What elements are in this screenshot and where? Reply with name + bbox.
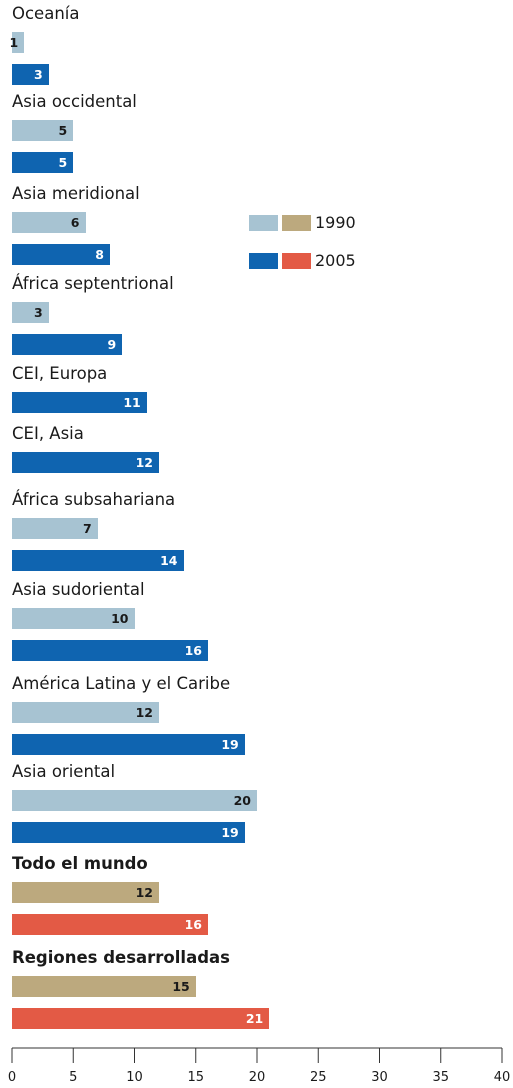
bar-value-asia-occidental-1990: 5 [58, 123, 68, 138]
legend-label-2005: 2005 [315, 251, 356, 270]
bar-value-cei-europa-2005: 11 [123, 395, 141, 410]
bar-value-asia-occidental-2005: 5 [58, 155, 68, 170]
x-tick-label-40: 40 [493, 1070, 511, 1085]
bar-value-asia-oriental-1990: 20 [233, 793, 251, 808]
x-tick-label-0: 0 [7, 1070, 17, 1085]
bar-america-latina-y-el-caribe-2005: 19 [12, 734, 245, 755]
bar-value-america-latina-y-el-caribe-1990: 12 [135, 705, 153, 720]
category-label-cei-asia: CEI, Asia [12, 424, 84, 443]
bar-cei-europa-2005: 11 [12, 392, 147, 413]
x-tick-label-10: 10 [126, 1070, 143, 1085]
x-tick-label-5: 5 [69, 1070, 78, 1085]
bar-value-oceania-1990: 1 [9, 35, 19, 50]
bar-value-africa-subsahariana-1990: 7 [83, 521, 92, 536]
bar-asia-oriental-1990: 20 [12, 790, 257, 811]
category-label-asia-oriental: Asia oriental [12, 762, 116, 781]
bar-regiones-desarrolladas-2005: 21 [12, 1008, 270, 1029]
category-label-africa-septentrional: África septentrional [12, 274, 174, 293]
category-label-asia-occidental: Asia occidental [12, 92, 137, 111]
bar-asia-meridional-1990: 6 [12, 212, 86, 233]
x-tick-label-15: 15 [187, 1070, 205, 1085]
bar-value-africa-septentrional-1990: 3 [34, 305, 43, 320]
legend-entry-2005: 2005 [249, 251, 369, 271]
bar-value-asia-meridional-1990: 6 [70, 215, 80, 230]
bar-value-todo-el-mundo-1990: 12 [135, 885, 153, 900]
bar-oceania-2005: 3 [12, 64, 49, 85]
legend-label-1990: 1990 [315, 213, 356, 232]
legend-entry-1990: 1990 [249, 213, 369, 233]
x-tick-label-25: 25 [309, 1070, 327, 1085]
legend-swatch-1990-aggregate [282, 215, 311, 231]
bar-africa-septentrional-2005: 9 [12, 334, 123, 355]
x-tick-label-20: 20 [248, 1070, 266, 1085]
bar-africa-septentrional-1990: 3 [12, 302, 49, 323]
bar-value-asia-sudoriental-2005: 16 [184, 643, 202, 658]
bar-africa-subsahariana-2005: 14 [12, 550, 184, 571]
bar-asia-meridional-2005: 8 [12, 244, 110, 265]
bar-value-africa-subsahariana-2005: 14 [160, 553, 178, 568]
category-label-oceania: Oceanía [12, 4, 80, 23]
category-label-africa-subsahariana: África subsahariana [12, 490, 176, 509]
bar-value-asia-oriental-2005: 19 [221, 825, 239, 840]
category-label-regiones-desarrolladas: Regiones desarrolladas [12, 948, 230, 967]
category-label-asia-meridional: Asia meridional [12, 184, 140, 203]
category-label-america-latina-y-el-caribe: América Latina y el Caribe [12, 674, 231, 693]
category-label-todo-el-mundo: Todo el mundo [12, 854, 148, 873]
bar-value-africa-septentrional-2005: 9 [107, 337, 117, 352]
legend-swatch-2005-aggregate [282, 253, 311, 269]
bar-africa-subsahariana-1990: 7 [12, 518, 98, 539]
bar-value-america-latina-y-el-caribe-2005: 19 [221, 737, 239, 752]
bar-asia-oriental-2005: 19 [12, 822, 245, 843]
bar-value-todo-el-mundo-2005: 16 [184, 917, 202, 932]
bar-todo-el-mundo-2005: 16 [12, 914, 208, 935]
bar-asia-sudoriental-2005: 16 [12, 640, 208, 661]
bar-value-asia-sudoriental-1990: 10 [111, 611, 129, 626]
legend-swatch-2005-regions [249, 253, 278, 269]
bar-todo-el-mundo-1990: 12 [12, 882, 159, 903]
bar-asia-occidental-1990: 5 [12, 120, 74, 141]
bar-oceania-1990: 1 [9, 32, 25, 53]
bar-regiones-desarrolladas-1990: 15 [12, 976, 196, 997]
x-tick-label-35: 35 [432, 1070, 450, 1085]
bar-value-asia-meridional-2005: 8 [95, 247, 104, 262]
bar-asia-occidental-2005: 5 [12, 152, 74, 173]
category-label-cei-europa: CEI, Europa [12, 364, 108, 383]
bar-value-regiones-desarrolladas-1990: 15 [172, 979, 190, 994]
bar-america-latina-y-el-caribe-1990: 12 [12, 702, 159, 723]
bar-value-oceania-2005: 3 [34, 67, 43, 82]
bar-value-cei-asia-2005: 12 [135, 455, 153, 470]
x-tick-label-30: 30 [371, 1070, 388, 1085]
bar-asia-sudoriental-1990: 10 [12, 608, 135, 629]
bar-cei-asia-2005: 12 [12, 452, 159, 473]
legend-swatch-1990-regions [249, 215, 278, 231]
category-label-asia-sudoriental: Asia sudoriental [12, 580, 145, 599]
bar-value-regiones-desarrolladas-2005: 21 [245, 1011, 264, 1026]
